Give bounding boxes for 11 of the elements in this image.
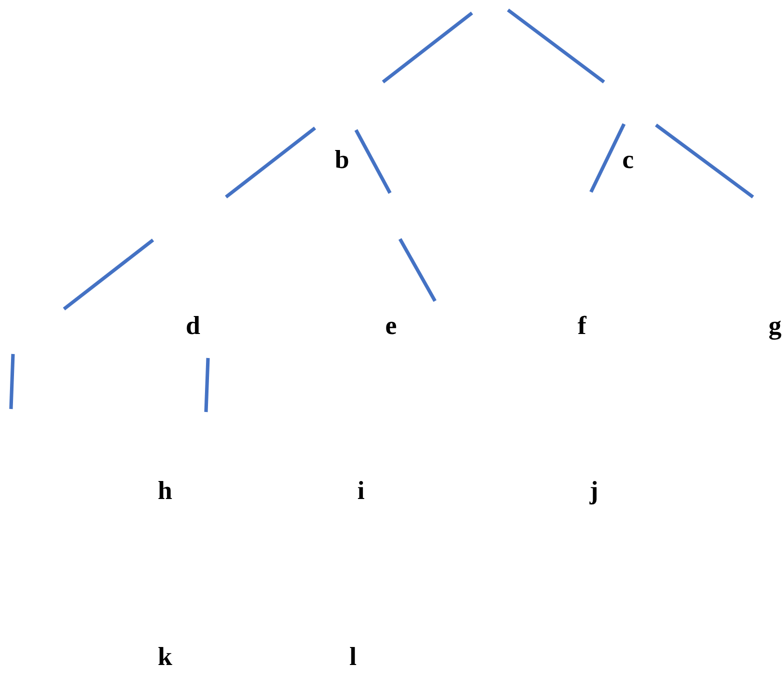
tree-letter: j (590, 476, 598, 506)
tree-letter: e (385, 311, 397, 341)
tree-letter: b (334, 145, 350, 175)
tree-letter: g (768, 311, 782, 341)
tree-letter: i (357, 476, 365, 506)
tree-letter: d (186, 311, 200, 341)
tree-letter: h (158, 476, 172, 506)
tree-letter: l (349, 642, 357, 672)
tree-letter: c (622, 145, 634, 175)
tree-letter: k (158, 642, 172, 672)
tree-letter: f (578, 311, 586, 341)
